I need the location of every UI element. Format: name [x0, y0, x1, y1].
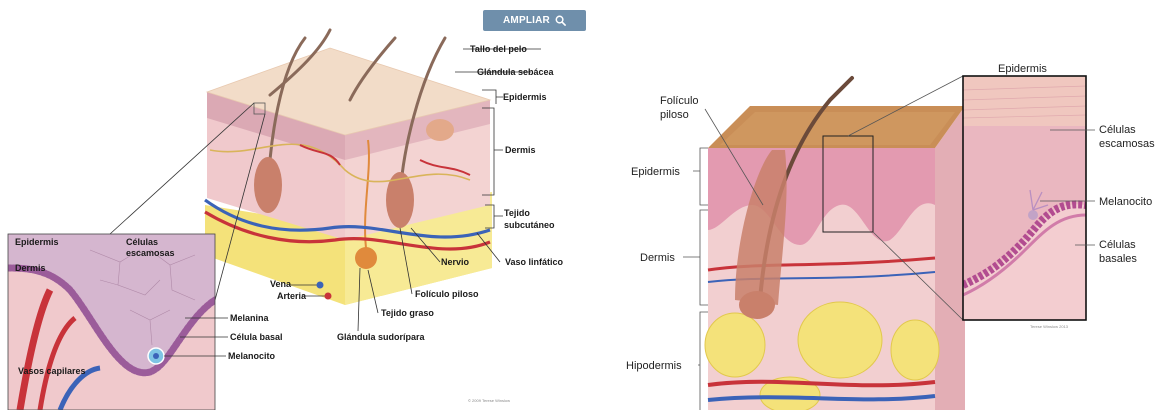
label-hair-follicle: Folículo piloso [415, 289, 479, 299]
label-vein: Vena [270, 279, 292, 289]
label-sweat-gland: Glándula sudorípara [337, 332, 426, 342]
label-hair-follicle-line2: piloso [660, 109, 689, 121]
left-sebaceous-gland [426, 119, 454, 141]
inset-label-epidermis: Epidermis [15, 237, 59, 247]
left-follicle-1 [254, 157, 282, 213]
search-icon [555, 15, 566, 26]
label-right-dermis: Dermis [640, 252, 675, 264]
right-inset-basal-line2: basales [1099, 253, 1137, 265]
inset-label-squamous-line2: escamosas [126, 248, 175, 258]
zoom-button[interactable]: AMPLIAR [483, 10, 586, 31]
label-subcutaneous-line1: Tejido [504, 208, 530, 218]
right-inset-melanocyte: Melanocito [1099, 196, 1152, 208]
label-epidermis: Epidermis [503, 92, 547, 102]
label-dermis: Dermis [505, 145, 536, 155]
label-sebaceous-gland: Glándula sebácea [477, 67, 555, 77]
label-nerve: Nervio [441, 257, 470, 267]
right-skin-diagram [705, 78, 965, 410]
right-inset-title: Epidermis [998, 63, 1047, 75]
right-side-face [935, 106, 965, 410]
label-subcutaneous-line2: subcutáneo [504, 220, 555, 230]
label-hair-follicle-line1: Folículo [660, 95, 699, 107]
inset-label-melanin: Melanina [230, 313, 270, 323]
inset-label-squamous-line1: Células [126, 237, 158, 247]
right-inset-squamous-line1: Células [1099, 124, 1136, 136]
right-inset-squamous-line2: escamosas [1099, 138, 1155, 150]
right-inset-zoom [963, 76, 1086, 320]
label-lymph-vessel: Vaso linfático [505, 257, 564, 267]
inset-label-capillaries: Vasos capilares [18, 366, 86, 376]
left-credit: © 2009 Terese Winslow [468, 398, 510, 403]
label-right-hypodermis: Hipodermis [626, 360, 682, 372]
inset-label-basal-cell: Célula basal [230, 332, 283, 342]
left-inset-zoom [8, 234, 215, 410]
label-hair-shaft: Tallo del pelo [470, 44, 527, 54]
left-sweat-gland [355, 247, 377, 269]
label-right-epidermis: Epidermis [631, 166, 680, 178]
right-credit: Terese Winslow 2013 [1030, 324, 1069, 329]
zoom-button-label: AMPLIAR [503, 15, 550, 26]
label-fat-tissue: Tejido graso [381, 308, 434, 318]
label-artery: Arteria [277, 291, 307, 301]
inset-label-melanocyte: Melanocito [228, 351, 276, 361]
right-inset-basal-line1: Células [1099, 239, 1136, 251]
inset-label-dermis: Dermis [15, 263, 46, 273]
